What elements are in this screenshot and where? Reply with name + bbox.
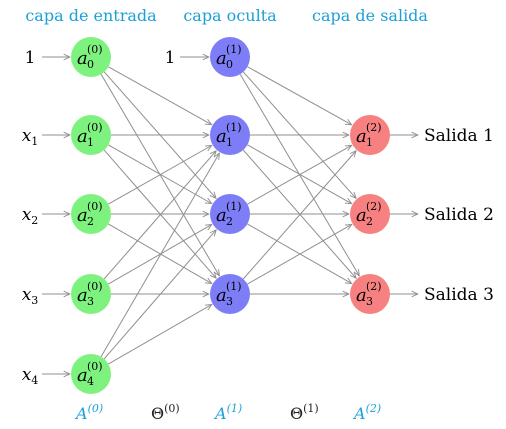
node-label: a2(0): [77, 200, 103, 228]
input-node-4: a4(0): [71, 354, 111, 394]
hidden-layer-header: capa oculta: [183, 6, 277, 25]
input-node-3: a3(0): [71, 274, 111, 314]
hidden-node-circle: [210, 37, 250, 77]
hidden-node-1: a1(1): [210, 115, 250, 155]
connection-input-4-hidden-1: [100, 153, 219, 357]
connections: [100, 66, 359, 365]
output-node-2: a3(2): [350, 274, 390, 314]
node-label: a2(1): [216, 200, 242, 228]
hidden-bias-label: 1: [165, 48, 176, 68]
node-label: a1(0): [77, 121, 103, 149]
output-label-3: Salida 3: [424, 285, 494, 305]
node-label: a1(1): [216, 121, 242, 149]
input-label-0: 1: [25, 48, 36, 68]
input-node-2: a2(0): [71, 194, 111, 234]
input-node-circle: [71, 274, 111, 314]
output-node-1: a2(2): [350, 194, 390, 234]
nodes: a0(0) a1(0) a2(0) a3(0) a4(0) a0(1) a1(1) a2(1)…: [71, 37, 390, 394]
node-label: a3(0): [77, 280, 103, 308]
node-label: a3(1): [216, 280, 242, 308]
connection-hidden-3-output-2: [247, 224, 351, 285]
activation-matrix-a0: A(0): [74, 402, 103, 423]
activation-matrix-a1: A(1): [213, 402, 242, 423]
output-label-1: Salida 1: [424, 126, 494, 146]
output-label-2: Salida 2: [424, 205, 494, 225]
hidden-node-2: a2(1): [210, 194, 250, 234]
connection-input-4-hidden-3: [108, 304, 211, 365]
output-node-circle: [350, 194, 390, 234]
connection-input-2-hidden-1: [108, 145, 211, 205]
connection-input-4-hidden-2: [103, 230, 216, 360]
input-node-circle: [71, 194, 111, 234]
node-label: a4(0): [77, 360, 103, 388]
connection-input-3-hidden-2: [108, 224, 211, 285]
input-layer-header: capa de entrada: [25, 6, 157, 25]
node-label: a1(2): [356, 121, 382, 149]
output-node-circle: [350, 274, 390, 314]
hidden-node-circle: [210, 194, 250, 234]
hidden-node-circle: [210, 274, 250, 314]
output-node-circle: [350, 115, 390, 155]
input-label-1: x1: [22, 126, 39, 148]
input-node-1: a1(0): [71, 115, 111, 155]
node-label: a0(1): [216, 43, 242, 71]
connection-input-3-hidden-1: [103, 151, 216, 280]
input-node-circle: [71, 354, 111, 394]
input-label-3: x3: [22, 285, 39, 307]
connection-input-0-hidden-1: [108, 66, 211, 125]
hidden-node-circle: [210, 115, 250, 155]
input-node-circle: [71, 37, 111, 77]
weight-matrix-theta0: Θ(0): [151, 402, 180, 423]
input-node-circle: [71, 115, 111, 155]
output-layer-header: capa de salida: [312, 6, 428, 25]
hidden-node-3: a3(1): [210, 274, 250, 314]
node-label: a2(2): [356, 200, 382, 228]
weight-matrix-theta1: Θ(1): [290, 402, 319, 423]
node-label: a3(2): [356, 280, 382, 308]
connection-hidden-2-output-1: [247, 145, 351, 205]
input-node-0: a0(0): [71, 37, 111, 77]
hidden-node-0: a0(1): [210, 37, 250, 77]
activation-matrix-a2: A(2): [352, 402, 381, 423]
node-label: a0(0): [77, 43, 103, 71]
input-label-2: x2: [22, 205, 39, 227]
connection-hidden-0-output-1: [247, 66, 351, 125]
input-label-4: x4: [22, 365, 39, 387]
output-node-0: a1(2): [350, 115, 390, 155]
connection-hidden-3-output-1: [242, 151, 356, 280]
